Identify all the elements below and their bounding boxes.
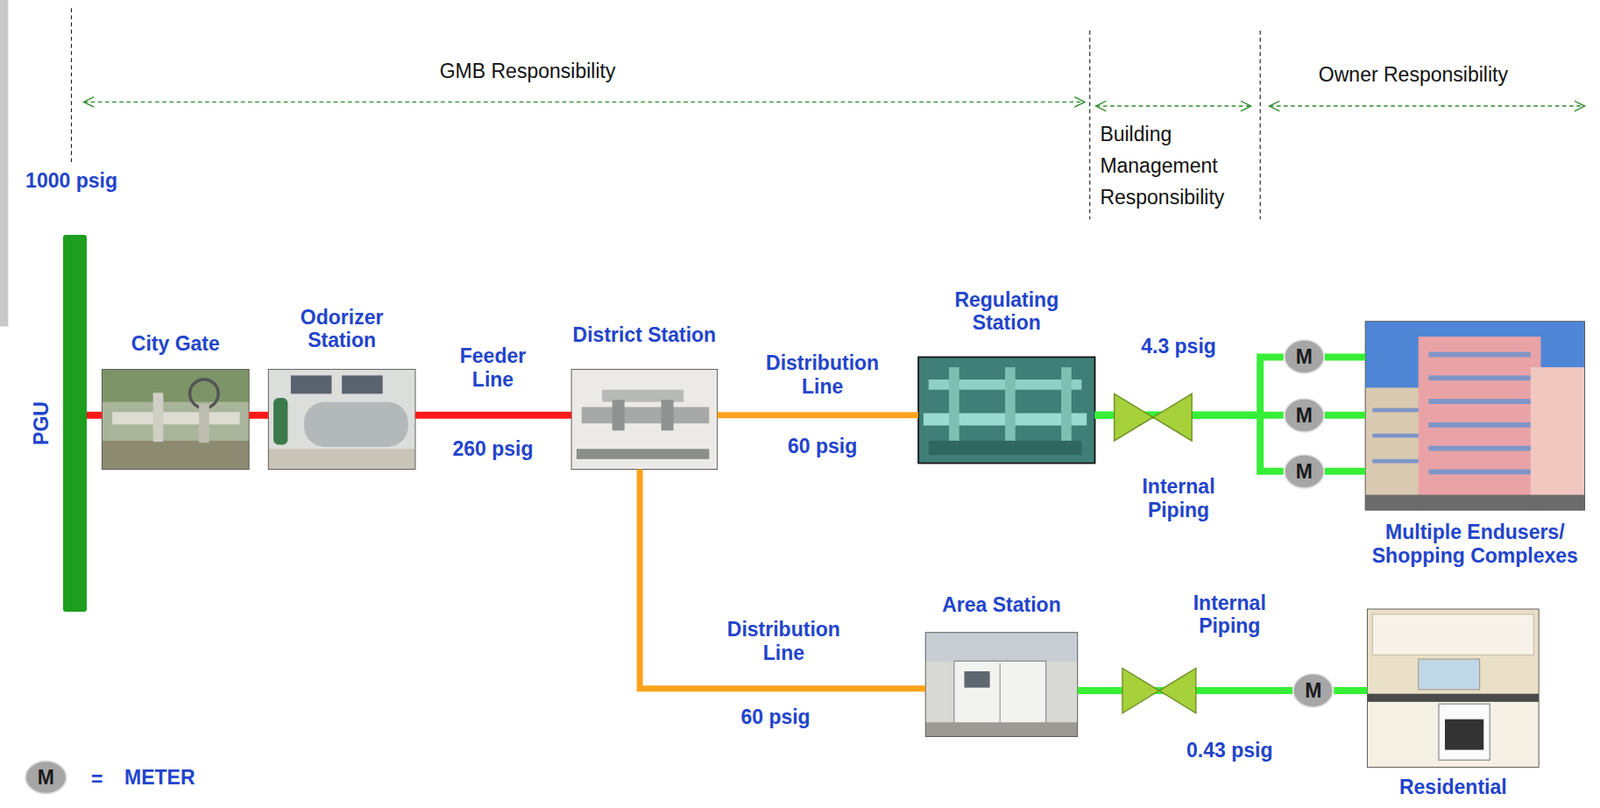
- station-photo: Regulating Station: [918, 356, 1095, 463]
- line-label: Distribution Line: [757, 351, 889, 398]
- meter-outline: [1284, 339, 1324, 374]
- station-photo: Odorizer Station: [268, 368, 416, 469]
- pressure-label: 1000 psig: [25, 169, 118, 192]
- boundary-line: [71, 7, 1261, 220]
- meter-circle: M: [1283, 397, 1325, 433]
- meter-symbol: [25, 760, 67, 793]
- pressure-label: 4.3 psig: [1140, 333, 1217, 357]
- responsibility-label: GMB Responsibility: [439, 59, 616, 83]
- station-label: Residential: [1369, 775, 1537, 799]
- pressure-label: 260 psig: [452, 437, 533, 461]
- gas-pipe: [248, 411, 269, 419]
- responsibility-label: Owner Responsibility: [1318, 63, 1508, 86]
- meter-circle: M: [1283, 339, 1325, 375]
- meter-circle: M: [1283, 453, 1325, 489]
- buildings-photo: [1365, 321, 1585, 510]
- station-label: Odorizer Station: [265, 305, 419, 353]
- pressure-label: 60 psig: [740, 705, 810, 729]
- meter-outline: [1284, 398, 1324, 432]
- station-label: City Gate: [96, 332, 255, 355]
- gas-pipe: [717, 411, 919, 418]
- legend-text: METER: [124, 765, 196, 789]
- station-photo: District Station: [571, 368, 718, 469]
- gas-pipe: [415, 411, 572, 419]
- city-gate-photo: [101, 368, 249, 469]
- side-strip: [0, 0, 8, 327]
- kitchen-photo: [1366, 608, 1539, 767]
- station-label: Regulating Station: [927, 288, 1086, 335]
- gas-pipe: [1324, 467, 1366, 475]
- responsibility-arrow: [83, 97, 1585, 112]
- line-label: Feeder Line: [448, 344, 537, 391]
- meter-letter: M: [1295, 403, 1313, 427]
- valve-symbol: [1122, 668, 1197, 714]
- pressure-label: 60 psig: [787, 434, 857, 458]
- meter-letter: M: [1304, 679, 1322, 702]
- station-label: District Station: [567, 323, 722, 347]
- meter-letter: M: [1295, 345, 1313, 369]
- gas-pipe: [639, 468, 926, 688]
- meter-letter: M: [1295, 460, 1313, 483]
- station-photo: Area Station: [925, 632, 1078, 737]
- meter-circle: M: [1292, 672, 1334, 708]
- responsibility-label: Building Management Responsibility: [1099, 119, 1258, 214]
- piping-label: Internal Piping: [1181, 590, 1278, 638]
- station-label: PGU: [28, 401, 52, 446]
- gas-pipe: [1324, 411, 1366, 419]
- gas-pipe: [1324, 353, 1366, 361]
- meter-outline: [1293, 673, 1333, 708]
- line-label: Distribution Line: [717, 617, 850, 665]
- odorizer-photo: [268, 368, 416, 469]
- station-label: Area Station: [913, 593, 1090, 616]
- valve-symbol: [1114, 393, 1193, 441]
- equals-sign: =: [91, 767, 103, 791]
- enduser-photo: Residential: [1366, 608, 1539, 767]
- meter-outline: [1284, 454, 1324, 489]
- station-photo: City Gate: [101, 368, 249, 469]
- regulating-station-photo: [918, 356, 1095, 463]
- area-station-photo: [925, 632, 1078, 737]
- district-station-photo: [571, 368, 718, 469]
- meter-letter: M: [37, 765, 55, 789]
- piping-label: Internal Piping: [1130, 474, 1227, 522]
- gas-pipe: [1333, 686, 1367, 694]
- pipeline-bar: PGU: [63, 234, 87, 613]
- station-label: Multiple Endusers/ Shopping Complexes: [1361, 520, 1588, 567]
- gas-pipe: [86, 411, 102, 419]
- enduser-photo: Multiple Endusers/ Shopping Complexes: [1365, 321, 1585, 510]
- pressure-label: 0.43 psig: [1186, 737, 1273, 761]
